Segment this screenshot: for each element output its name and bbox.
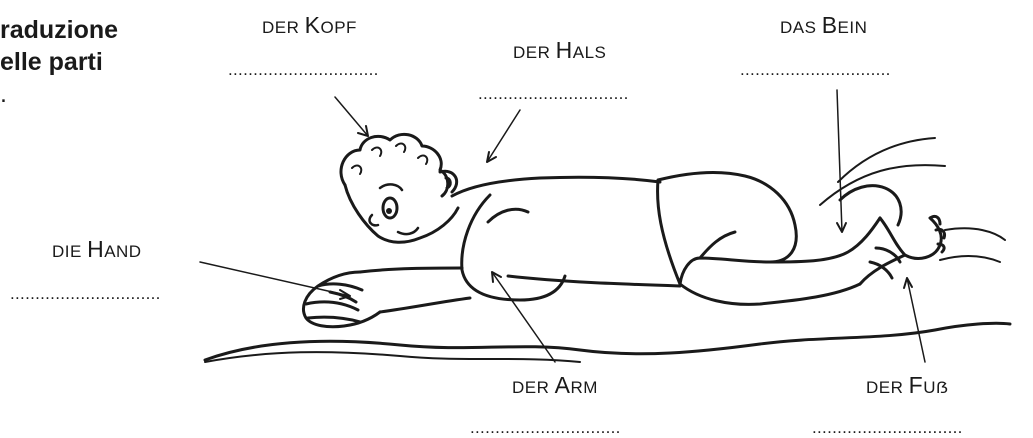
label-initial: H — [556, 37, 573, 63]
eyebrow — [380, 184, 402, 190]
knee — [840, 186, 901, 225]
motion-lines — [820, 138, 1005, 262]
label-die-hand: DIE HAND — [52, 236, 142, 263]
blank-das-bein[interactable]: .............................. — [740, 60, 891, 80]
blank-der-hals[interactable]: .............................. — [478, 84, 629, 104]
label-der-hals: DER HALS — [513, 37, 606, 64]
hair-curls — [352, 144, 427, 174]
label-initial: B — [822, 12, 838, 38]
blank-die-hand[interactable]: .............................. — [10, 284, 161, 304]
shorts — [658, 173, 797, 284]
label-initial: F — [909, 372, 924, 398]
blank-der-fuss[interactable]: .............................. — [812, 418, 963, 438]
label-article: DER — [866, 378, 909, 397]
label-article: DER — [513, 43, 556, 62]
arm-shoulder — [488, 209, 528, 222]
blank-der-kopf[interactable]: .............................. — [228, 60, 379, 80]
label-rest: AND — [104, 242, 141, 261]
eye — [383, 198, 397, 218]
label-rest: ALS — [573, 43, 607, 62]
pupil — [386, 208, 392, 214]
label-das-bein: DAS BEIN — [780, 12, 867, 39]
arrow-hals — [487, 110, 520, 162]
leg — [680, 218, 880, 304]
arrowhead-hals — [487, 152, 496, 162]
label-initial: K — [305, 12, 321, 38]
back — [452, 177, 660, 196]
ground-line — [205, 323, 1010, 360]
arrow-arm — [492, 272, 555, 362]
label-der-kopf: DER KOPF — [262, 12, 357, 39]
label-rest: RM — [570, 378, 597, 397]
ground-line-lower — [205, 352, 580, 362]
label-article: DIE — [52, 242, 87, 261]
label-article: DAS — [780, 18, 822, 37]
label-der-fuss: DER FUẞ — [866, 372, 948, 399]
arrow-fuss — [907, 278, 925, 362]
blank-der-arm[interactable]: .............................. — [470, 418, 621, 438]
label-der-arm: DER ARM — [512, 372, 598, 399]
label-rest: OPF — [320, 18, 356, 37]
label-article: DER — [262, 18, 305, 37]
label-initial: H — [87, 236, 104, 262]
nose — [370, 215, 378, 225]
mouth — [398, 228, 418, 234]
belly — [508, 276, 680, 286]
arrow-bein — [837, 90, 842, 232]
label-rest: Uẞ — [923, 378, 948, 397]
arrowhead-arm — [492, 272, 501, 282]
label-rest: EIN — [838, 18, 868, 37]
arrow-kopf — [335, 97, 368, 136]
forearm — [360, 268, 470, 312]
label-article: DER — [512, 378, 555, 397]
label-initial: A — [555, 372, 571, 398]
